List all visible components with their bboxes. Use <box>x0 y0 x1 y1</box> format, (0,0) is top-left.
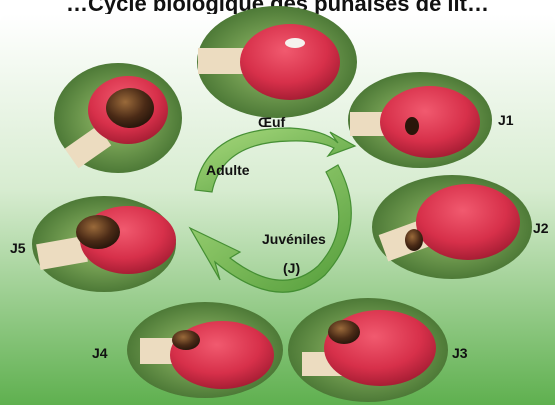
photo-j2 <box>372 175 532 279</box>
label-j1: J1 <box>498 112 514 128</box>
photo-j3 <box>288 298 448 402</box>
j4-bug <box>172 330 200 350</box>
label-j4: J4 <box>92 345 108 361</box>
adult-bug <box>106 88 154 128</box>
label-egg: Œuf <box>258 114 285 130</box>
label-juveniles-abbr: (J) <box>283 260 300 276</box>
egg-shape <box>285 38 305 48</box>
j2-bug <box>405 229 423 251</box>
j5-bug <box>76 215 120 249</box>
label-j3: J3 <box>452 345 468 361</box>
label-juveniles: Juvéniles <box>262 231 326 247</box>
photo-j5 <box>32 196 176 292</box>
photo-adult <box>54 63 182 173</box>
photo-egg <box>197 6 357 118</box>
photo-j4 <box>127 302 283 398</box>
label-j5: J5 <box>10 240 26 256</box>
label-adult: Adulte <box>206 162 250 178</box>
photo-j1 <box>348 72 492 168</box>
j1-bug <box>405 117 419 135</box>
j3-bug <box>328 320 360 344</box>
label-j2: J2 <box>533 220 549 236</box>
